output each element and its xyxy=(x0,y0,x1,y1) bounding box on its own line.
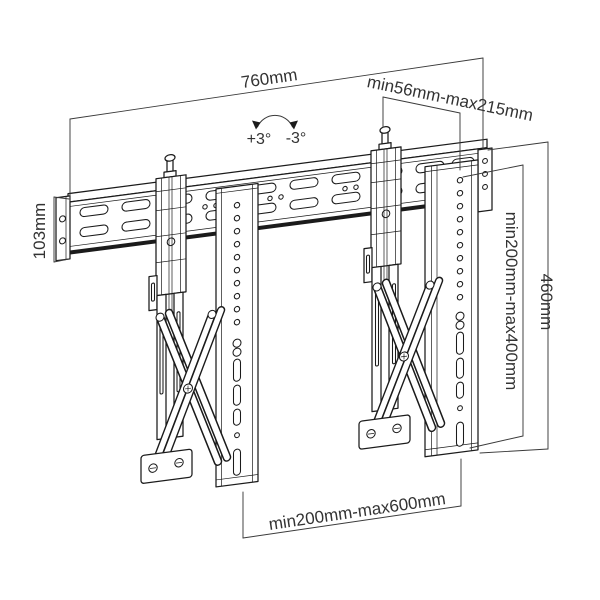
left-tv-rail-slots xyxy=(232,358,242,476)
rail-width-label: 760mm xyxy=(240,65,299,92)
right-pin-head xyxy=(379,126,391,134)
bracket-height-label: 460mm xyxy=(537,274,556,331)
right-bottom-glide-bracket xyxy=(358,414,411,450)
wall-rail-right-end-bracket xyxy=(477,147,493,213)
left-scissor-arms xyxy=(140,305,232,484)
dimension-bracket-height: 460mm xyxy=(479,141,556,454)
left-tv-rail xyxy=(215,182,259,488)
left-tv-rail-holes xyxy=(232,201,242,357)
tilt-arc-icon xyxy=(257,115,293,128)
left-bottom-glide-bracket xyxy=(140,448,193,484)
wall-rail-pilot-holes xyxy=(202,184,359,210)
rail-height-label: 103mm xyxy=(30,203,49,260)
mount-assembly xyxy=(55,126,493,488)
left-hook-bracket xyxy=(148,154,187,441)
tilt-arrow-left-icon xyxy=(252,120,261,130)
tilt-annotation: +3° -3° xyxy=(247,115,307,148)
right-tv-rail-holes xyxy=(455,176,465,330)
vesa-vertical-label: min200mm-max400mm xyxy=(502,212,521,391)
wall-rail-left-end-cap xyxy=(55,195,71,262)
dimension-vesa-horizontal: min200mm-max600mm xyxy=(242,458,462,539)
tilt-minus-label: -3° xyxy=(286,130,307,147)
tilt-arrow-right-icon xyxy=(289,120,298,130)
left-pin-head xyxy=(164,154,176,162)
dimension-vesa-vertical: min200mm-max400mm xyxy=(462,164,524,449)
tilt-plus-label: +3° xyxy=(247,131,272,148)
dimension-rail-height: 103mm xyxy=(30,196,70,263)
right-tv-rail-slots xyxy=(455,331,465,447)
vesa-horizontal-label: min200mm-max600mm xyxy=(267,489,446,534)
right-scissor-arms xyxy=(358,276,446,450)
